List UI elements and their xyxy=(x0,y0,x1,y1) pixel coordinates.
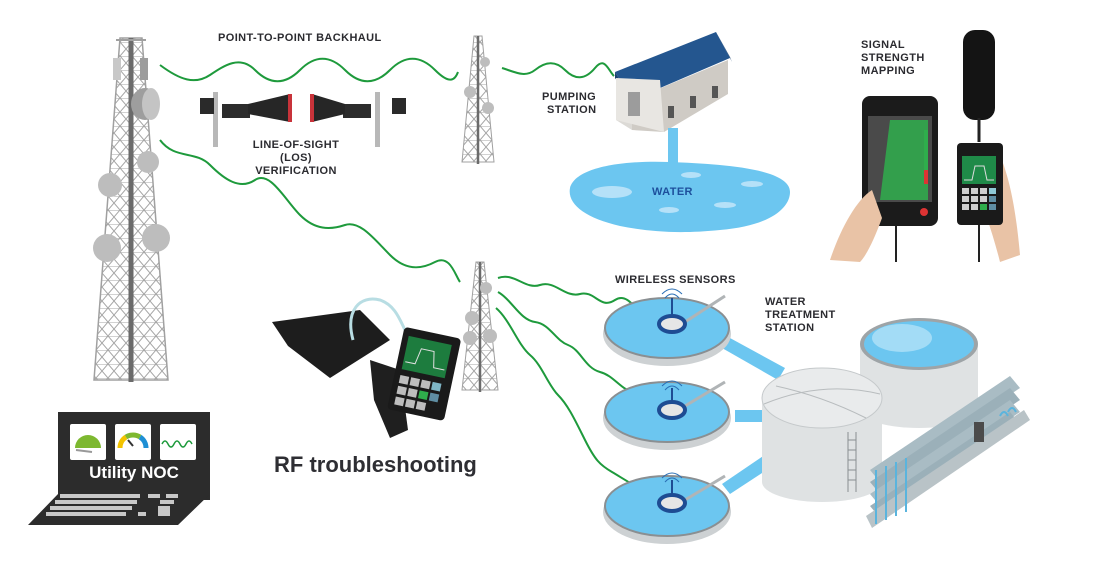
water-treatment-station xyxy=(761,318,1030,528)
clarifier-basin xyxy=(603,472,731,544)
backhaul-label: POINT-TO-POINT BACKHAUL xyxy=(218,32,382,44)
noc-waveform-widget xyxy=(160,424,196,460)
water-treatment-station-label: WATER TREATMENT STATION xyxy=(765,296,836,335)
open-water-tank xyxy=(860,318,978,428)
los-verification-label: LINE-OF-SIGHT (LoS) VERIFICATION xyxy=(236,139,356,178)
dish-antenna-icon xyxy=(93,88,170,262)
panel-antenna-icon xyxy=(113,58,148,80)
sensor-wave-3 xyxy=(495,307,661,499)
pumping-link-wave xyxy=(501,62,615,79)
los-label-line2: VERIFICATION xyxy=(255,165,337,177)
signal-strength-mapping-label: SIGNAL STRENGTH MAPPING xyxy=(861,39,925,78)
clarifier-basins xyxy=(603,288,785,544)
los-antenna-right xyxy=(310,92,406,147)
backhaul-wave xyxy=(159,57,459,83)
signal-label-line2: STRENGTH xyxy=(861,52,925,64)
wireless-sensor-icon xyxy=(661,380,683,391)
domed-tank xyxy=(761,367,883,502)
treatment-label-line2: TREATMENT xyxy=(765,309,836,321)
wireless-sensor-icon xyxy=(661,472,683,483)
keyboard-icon xyxy=(46,494,178,516)
noc-gauge-widget xyxy=(70,424,106,460)
signal-label-line1: SIGNAL xyxy=(861,39,905,51)
scanner-device xyxy=(957,143,1003,262)
membrane-filter-rack xyxy=(866,376,1030,528)
wireless-sensors-label: WIRELESS SENSORS xyxy=(615,274,736,286)
relay-cell-tower-bottom xyxy=(461,261,499,392)
clarifier-basin xyxy=(603,380,731,450)
pumping-station-label: PUMPING STATION xyxy=(542,91,596,117)
water-label: WATER xyxy=(652,186,693,198)
sensor-wave-1 xyxy=(497,275,656,326)
los-antenna-left xyxy=(200,92,292,147)
relay-cell-tower-top xyxy=(461,35,495,164)
rf-troubleshooting-label: RF troubleshooting xyxy=(274,452,477,477)
rf-handheld-analyzer xyxy=(272,297,461,438)
tablet-device xyxy=(862,96,938,262)
los-label-line1: LINE-OF-SIGHT (LoS) xyxy=(252,139,340,164)
main-cell-tower xyxy=(93,37,170,382)
signal-label-line3: MAPPING xyxy=(861,65,916,77)
scanner-antenna xyxy=(963,30,995,142)
utility-noc-laptop xyxy=(28,412,210,525)
clarifier-basin xyxy=(603,288,731,366)
treatment-label-line1: WATER xyxy=(765,296,806,308)
signal-mapping-devices xyxy=(830,30,1020,262)
utility-noc-label: Utility NOC xyxy=(89,463,179,482)
wireless-sensor-icon xyxy=(661,288,683,299)
control-panel-icon xyxy=(974,422,984,442)
treatment-label-line3: STATION xyxy=(765,322,815,334)
water-pond xyxy=(569,128,790,233)
signal-waves xyxy=(159,57,661,499)
noc-color-gauge-widget xyxy=(115,424,151,460)
pumping-station-building xyxy=(615,32,732,132)
pumping-label-line2: STATION xyxy=(547,104,597,116)
pumping-label-line1: PUMPING xyxy=(542,91,597,103)
tower-to-relay-wave xyxy=(159,139,461,283)
